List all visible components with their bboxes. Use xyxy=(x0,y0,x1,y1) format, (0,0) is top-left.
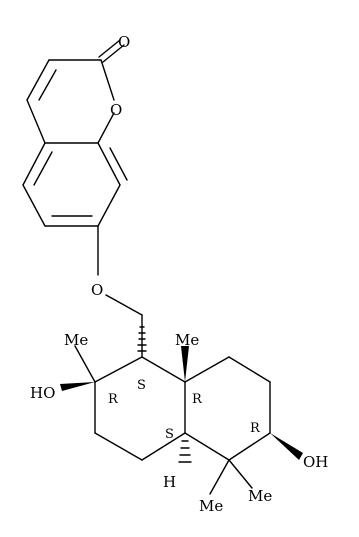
stereo-c4a-label: S xyxy=(165,427,174,442)
methyl-c5a-label: Me xyxy=(199,497,223,515)
atom-labels: O O O HO OH Me Me Me Me H xyxy=(30,33,328,515)
wedge-bond-c2-oh xyxy=(60,382,95,391)
stereo-c1-label: S xyxy=(137,378,146,393)
coumarin-ring-system xyxy=(22,39,143,316)
stereo-bonds xyxy=(60,326,303,463)
decalin-ring-system xyxy=(74,314,271,495)
stereo-descriptors: R S R S R xyxy=(108,378,261,442)
wedge-bond-c8a-me xyxy=(181,346,189,382)
hashed-bond-c4a xyxy=(178,440,192,463)
methyl-c2-label: Me xyxy=(64,331,88,349)
hydroxyl-right-label: OH xyxy=(303,453,328,471)
hydrogen-c4a-label: H xyxy=(163,473,176,491)
ether-oxygen-label: O xyxy=(91,281,103,299)
wedge-bond-c6-oh xyxy=(270,433,303,460)
methyl-c5b-label: Me xyxy=(248,487,272,505)
hydroxyl-left-label: HO xyxy=(30,384,55,402)
stereo-c8a-label: R xyxy=(192,392,203,407)
ring-oxygen-label: O xyxy=(110,101,122,119)
carbonyl-oxygen-label: O xyxy=(118,33,130,51)
methyl-c8a-label: Me xyxy=(175,331,199,349)
stereo-c6-label: R xyxy=(250,421,261,436)
stereo-c2-label: R xyxy=(108,392,119,407)
hashed-bond-c1 xyxy=(137,326,147,352)
